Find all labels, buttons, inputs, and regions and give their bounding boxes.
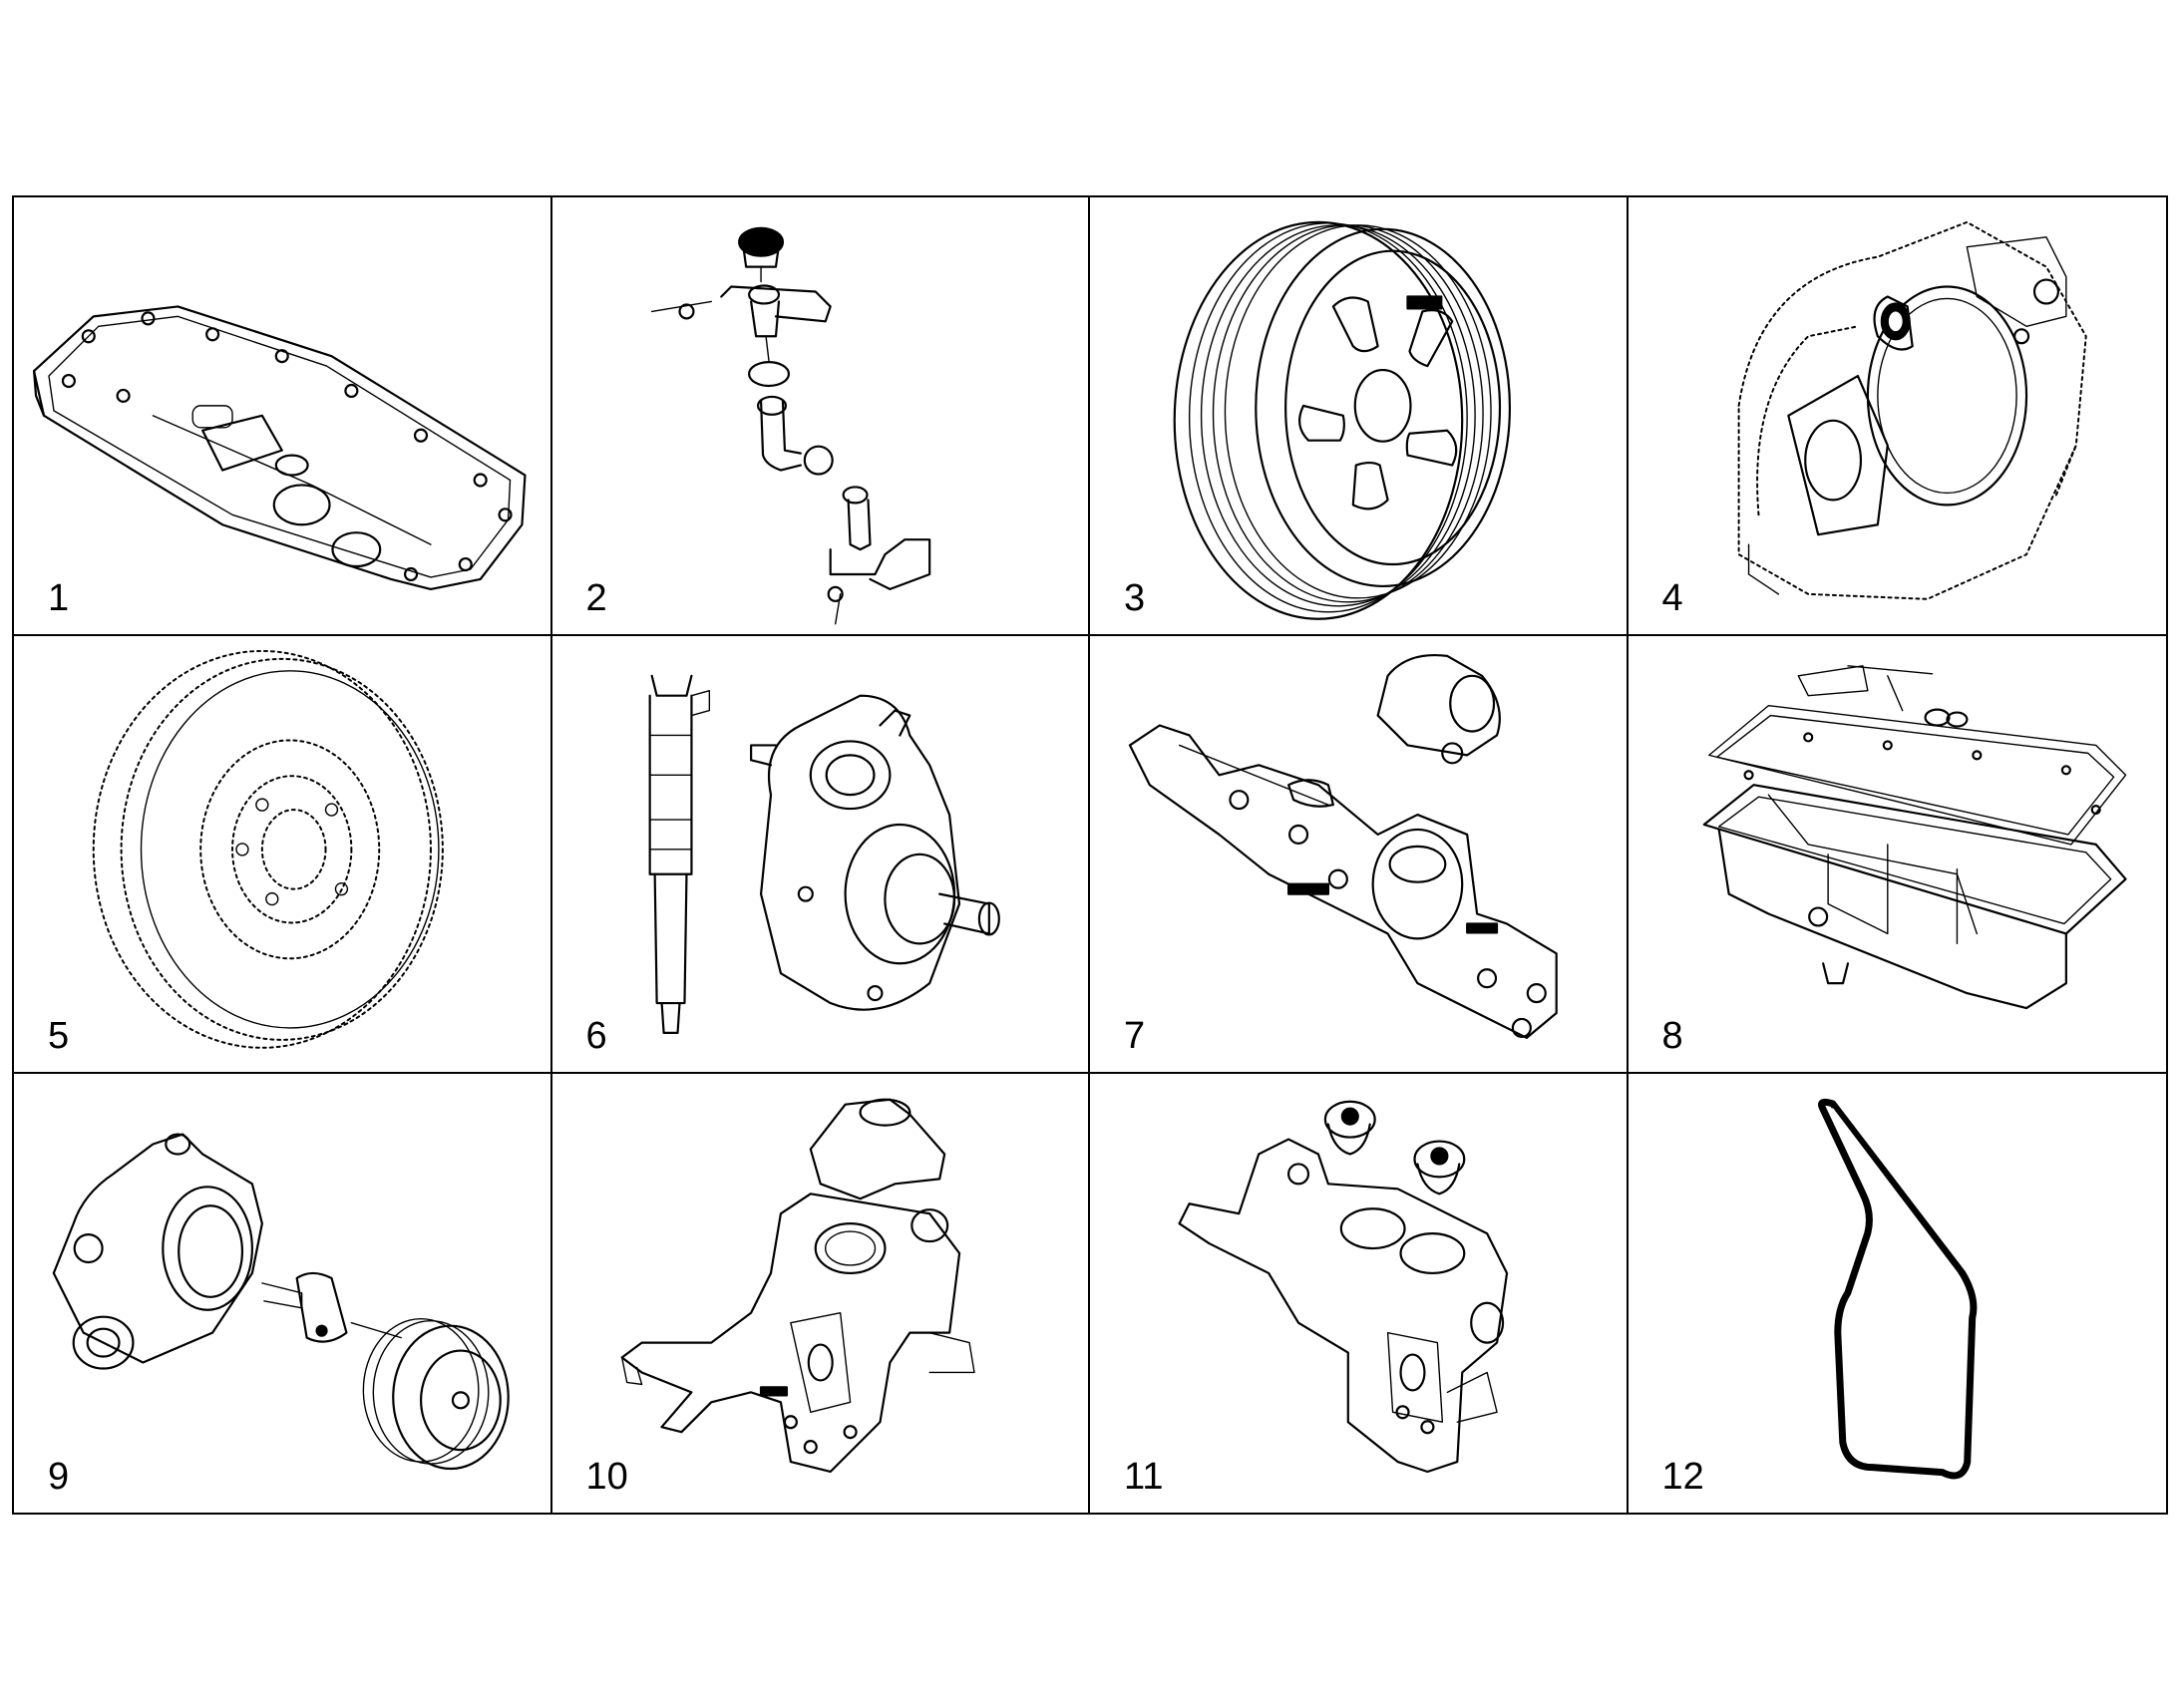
part-cell-12[interactable]: 12 xyxy=(1629,1074,2167,1513)
part-cell-10[interactable]: 10 xyxy=(552,1074,1090,1513)
oil-filler-assembly-icon xyxy=(650,226,930,625)
water-pump-housing-icon xyxy=(1128,653,1558,1039)
part-number: 6 xyxy=(585,1015,607,1058)
part-cell-6[interactable]: 6 xyxy=(551,635,1090,1075)
part-number: 11 xyxy=(1124,1455,1164,1498)
part-cell-7[interactable]: 7 xyxy=(1090,635,1629,1075)
thermostat-housing-assembly-icon xyxy=(1178,1100,1509,1474)
part-number: 8 xyxy=(1661,1015,1683,1058)
part-number: 3 xyxy=(1124,576,1146,619)
part-number: 7 xyxy=(1124,1015,1146,1058)
part-cell-8[interactable]: 8 xyxy=(1628,636,2166,1075)
water-pump-pulley-icon xyxy=(52,1133,510,1471)
part-cell-5[interactable]: 5 xyxy=(14,635,552,1075)
parts-grid: 1 2 xyxy=(12,195,2168,1515)
part-cell-9[interactable]: 9 xyxy=(14,1074,552,1513)
part-cell-11[interactable]: 11 xyxy=(1090,1074,1629,1513)
part-number: 12 xyxy=(1661,1455,1704,1498)
part-number: 4 xyxy=(1661,576,1683,619)
part-cell-3[interactable]: 3 xyxy=(1090,197,1629,636)
part-number: 1 xyxy=(48,576,70,619)
part-number: 2 xyxy=(585,576,607,619)
injector-and-fuel-pump-icon xyxy=(648,674,1000,1034)
part-cell-2[interactable]: 2 xyxy=(551,197,1090,636)
part-number: 10 xyxy=(585,1455,628,1498)
part-number: 5 xyxy=(48,1015,70,1058)
flywheel-icon xyxy=(92,649,444,1049)
flywheel-housing-icon xyxy=(1737,220,2087,600)
thermostat-housing-icon xyxy=(620,1098,975,1474)
part-number: 9 xyxy=(48,1455,70,1498)
crankshaft-pulley-icon xyxy=(1173,220,1512,620)
part-cell-1[interactable]: 1 xyxy=(14,197,552,636)
drive-belt-icon xyxy=(1817,1099,1977,1480)
oil-pan-icon xyxy=(1702,664,2127,1009)
part-cell-4[interactable]: 4 xyxy=(1628,197,2166,636)
valve-cover-icon xyxy=(32,305,527,590)
